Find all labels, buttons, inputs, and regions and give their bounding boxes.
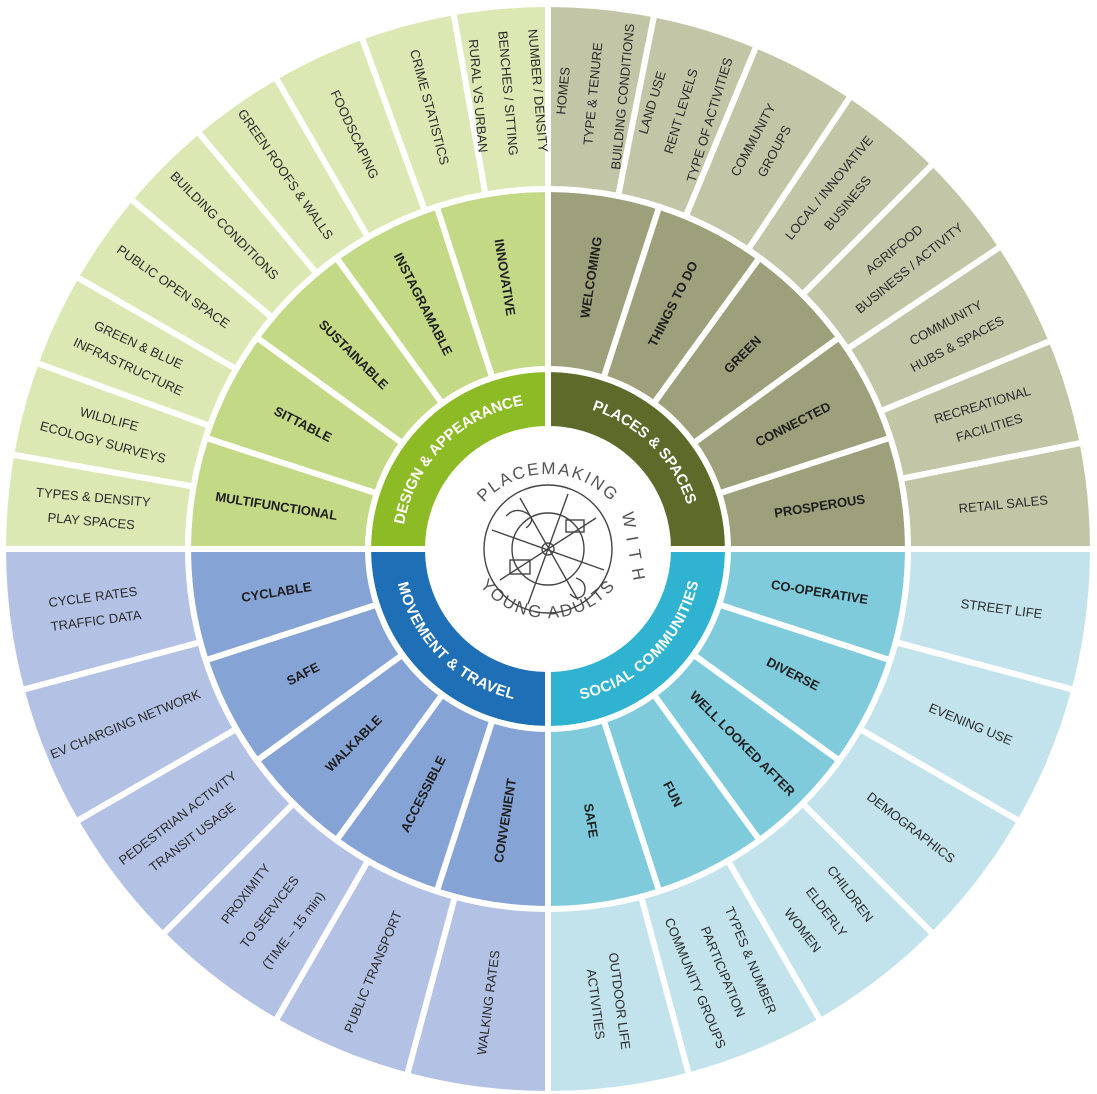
wheel-center: PLACEMAKING YOUNG ADULTS W I T H bbox=[428, 429, 668, 669]
outer-segment-social bbox=[545, 893, 693, 1094]
outer-segment-movement bbox=[0, 546, 204, 694]
middle-label-social-line: SAFE bbox=[581, 802, 601, 839]
outer-label-design: NUMBER / DENSITYBENCHES / SITTINGRURAL V… bbox=[465, 28, 551, 159]
middle-label-social: SAFE bbox=[581, 802, 601, 839]
outer-label-places-line: HOMES bbox=[553, 66, 573, 115]
placemaking-doodle-logo bbox=[483, 484, 613, 614]
